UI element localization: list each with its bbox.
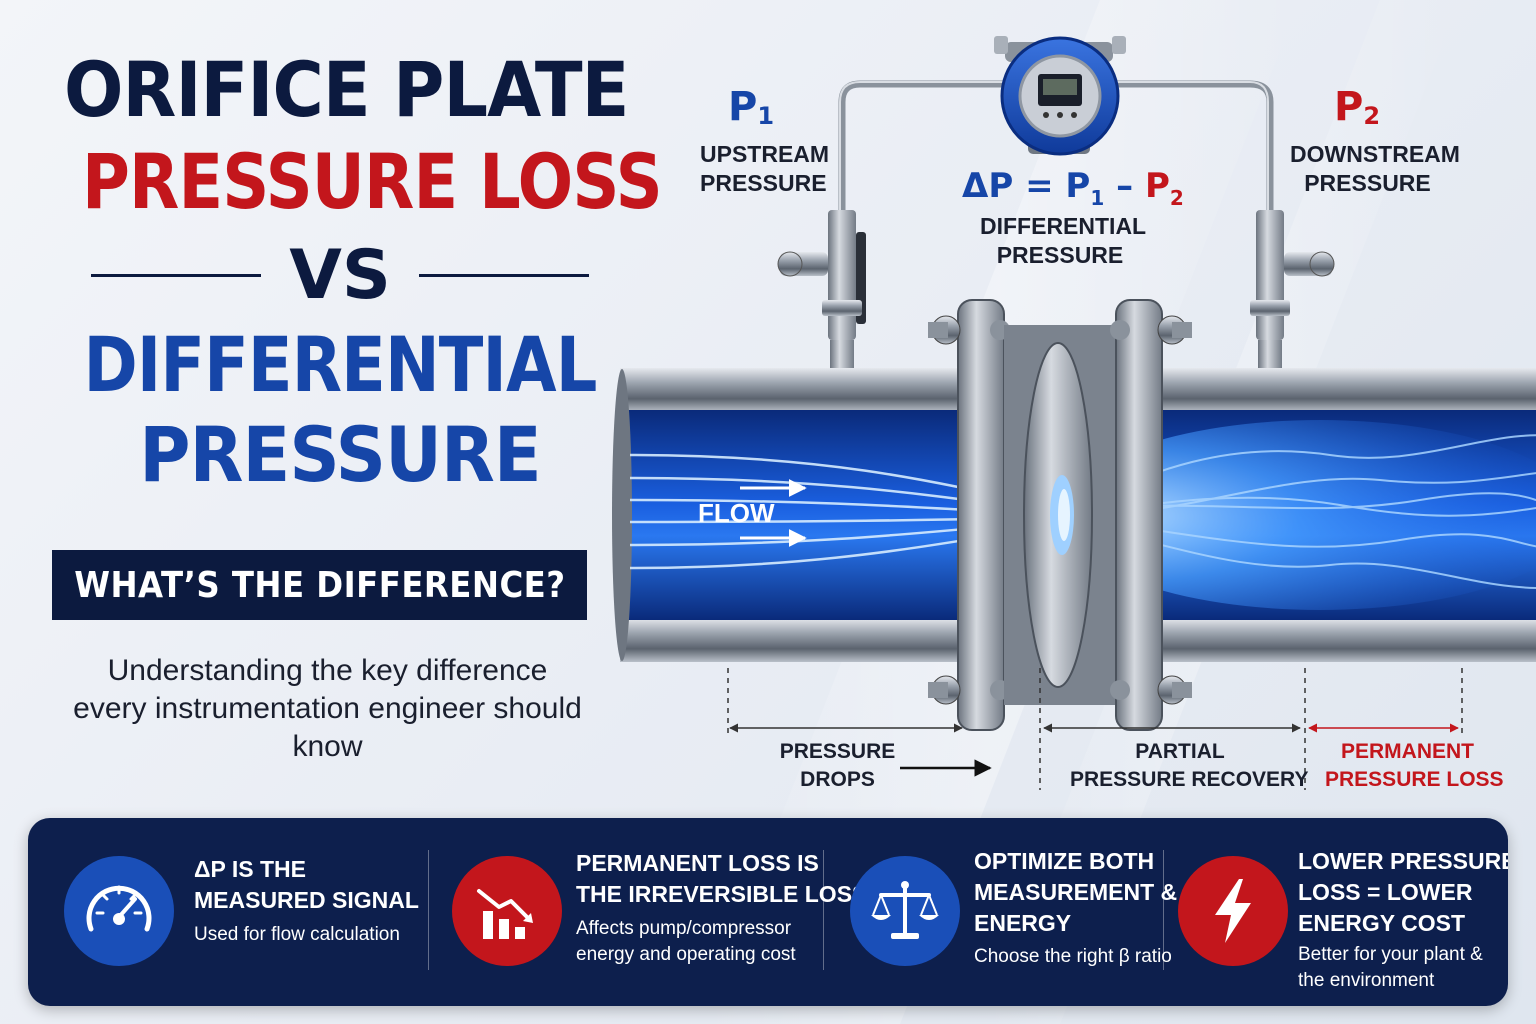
p1-subscript: 1 — [757, 102, 775, 130]
card-4-body: Better for your plant & the environment — [1298, 942, 1483, 994]
dp-equation-minus: – — [1104, 166, 1145, 206]
p2-letter: P — [1334, 84, 1364, 130]
zone-permanent-loss: PERMANENT PRESSURE LOSS — [1325, 738, 1504, 794]
card-4-body-line-1: Better for your plant & — [1298, 944, 1483, 965]
orifice-plate — [1004, 325, 1120, 705]
dp-equation: ΔP = P1 – P2 — [962, 166, 1184, 210]
card-1-heading-line-2: MEASURED SIGNAL — [194, 887, 419, 913]
dp-equation-p2: P — [1144, 166, 1170, 206]
downstream-valve — [1250, 210, 1335, 376]
subtitle-line-1: Understanding the key difference — [107, 654, 548, 687]
dp-equation-sub2: 2 — [1169, 185, 1184, 210]
balance-scale-icon — [850, 856, 960, 966]
zone-pressure-drops-line-1: PRESSURE — [779, 740, 896, 763]
card-2-heading-line-1: PERMANENT LOSS IS — [576, 850, 819, 876]
title-line-pressure-loss: PRESSURE LOSS — [82, 137, 663, 226]
card-1-heading-line-1: ΔP IS THE — [194, 856, 306, 882]
vs-row: VS — [40, 236, 640, 315]
zone-pressure-drops-line-2: DROPS — [800, 768, 875, 791]
vs-rule-right — [418, 274, 589, 277]
zone-partial-recovery-line-1: PARTIAL — [1135, 740, 1225, 763]
gauge-icon — [64, 856, 174, 966]
card-4-body-line-2: the environment — [1298, 970, 1435, 991]
panel-divider — [428, 850, 429, 970]
p2-caption: DOWNSTREAM PRESSURE — [1290, 140, 1460, 198]
card-3-heading: OPTIMIZE BOTH MEASUREMENT & ENERGY — [974, 846, 1177, 939]
downstream-flange — [1110, 299, 1192, 731]
vs-rule-left — [91, 274, 262, 277]
card-1-heading: ΔP IS THE MEASURED SIGNAL — [194, 854, 419, 916]
p1-caption: UPSTREAM PRESSURE — [700, 140, 830, 198]
zone-permanent-loss-line-2: PRESSURE LOSS — [1325, 768, 1504, 791]
dp-caption-line-2: PRESSURE — [996, 242, 1124, 268]
dp-caption: DIFFERENTIAL PRESSURE — [980, 212, 1147, 270]
lightning-bolt-icon — [1178, 856, 1288, 966]
bar-chart-down-icon — [452, 856, 562, 966]
title-line-orifice-plate: ORIFICE PLATE — [64, 45, 629, 134]
flow-label: FLOW — [698, 498, 775, 528]
card-2-body: Affects pump/compressor energy and opera… — [576, 916, 796, 968]
zone-partial-recovery: PARTIAL PRESSURE RECOVERY — [1070, 738, 1309, 794]
card-4-heading: LOWER PRESSURE LOSS = LOWER ENERGY COST — [1298, 846, 1508, 939]
dp-transmitter — [994, 36, 1126, 156]
p2-caption-line-1: DOWNSTREAM — [1290, 141, 1460, 167]
p1-symbol: P1 — [728, 84, 774, 130]
card-3-heading-line-1: OPTIMIZE BOTH — [974, 848, 1155, 874]
flow-arrows — [740, 479, 807, 547]
question-banner: WHAT’S THE DIFFERENCE? — [52, 550, 587, 620]
card-2-body-line-1: Affects pump/compressor — [576, 918, 792, 939]
title-line-differential: DIFFERENTIAL — [83, 320, 597, 409]
zone-pressure-drops: PRESSURE DROPS — [770, 738, 905, 794]
card-3-heading-line-3: ENERGY — [974, 910, 1072, 936]
card-2-heading: PERMANENT LOSS IS THE IRREVERSIBLE LOSS — [576, 848, 867, 910]
p1-caption-line-2: PRESSURE — [700, 170, 827, 196]
key-points-panel: ΔP IS THE MEASURED SIGNAL Used for flow … — [28, 818, 1508, 1006]
subtitle: Understanding the key difference every i… — [40, 652, 615, 766]
card-3-heading-line-2: MEASUREMENT & — [974, 879, 1178, 905]
p1-letter: P — [728, 84, 758, 130]
p2-symbol: P2 — [1334, 84, 1380, 130]
card-4-heading-line-1: LOWER PRESSURE — [1298, 848, 1508, 874]
card-4-heading-line-2: LOSS = LOWER — [1298, 879, 1473, 905]
card-4-heading-line-3: ENERGY COST — [1298, 910, 1465, 936]
subtitle-line-2: every instrumentation engineer should kn… — [73, 692, 582, 763]
vs-label: VS — [289, 236, 391, 315]
p2-caption-line-2: PRESSURE — [1304, 170, 1431, 196]
upstream-valve — [777, 210, 866, 376]
dp-caption-line-1: DIFFERENTIAL — [980, 213, 1147, 239]
card-3-body: Choose the right β ratio — [974, 946, 1172, 967]
p1-caption-line-1: UPSTREAM — [700, 141, 830, 167]
dp-equation-sub1: 1 — [1090, 185, 1105, 210]
zone-permanent-loss-line-1: PERMANENT — [1340, 740, 1474, 763]
title-block: ORIFICE PLATE PRESSURE LOSS VS DIFFERENT… — [40, 45, 663, 499]
panel-divider — [823, 850, 824, 970]
panel-divider — [1163, 850, 1164, 970]
dp-equation-lhs: ΔP = P — [962, 166, 1091, 206]
card-1-body: Used for flow calculation — [194, 924, 400, 945]
p2-subscript: 2 — [1363, 102, 1381, 130]
card-2-heading-line-2: THE IRREVERSIBLE LOSS — [576, 881, 868, 907]
zone-partial-recovery-line-2: PRESSURE RECOVERY — [1070, 768, 1309, 791]
title-line-pressure: PRESSURE — [139, 410, 541, 499]
question-banner-text: WHAT’S THE DIFFERENCE? — [73, 564, 566, 606]
card-2-body-line-2: energy and operating cost — [576, 944, 796, 965]
zone-dimension-lines — [727, 668, 1463, 790]
